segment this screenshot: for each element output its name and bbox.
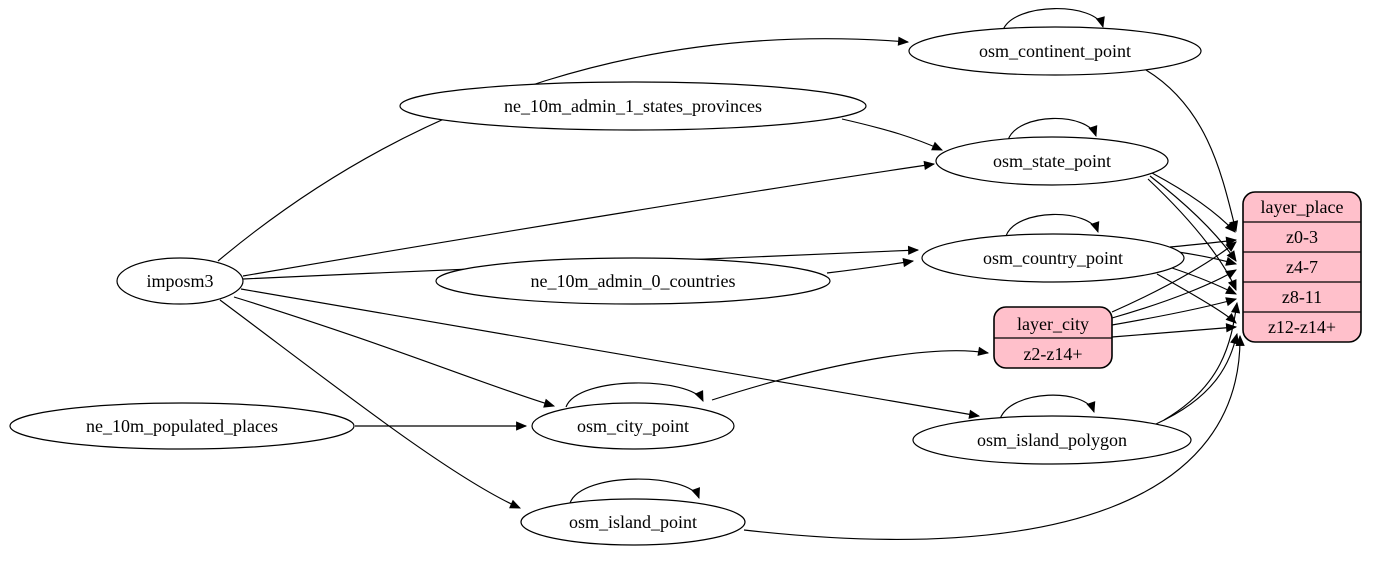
edge-osm-island-polygon-to-z8-11 (1163, 301, 1241, 421)
edge-imposm3-to-osm-city-point (233, 296, 556, 408)
node-osm-state-point-label: osm_state_point (993, 151, 1111, 171)
self-loop-osm-state-point (1007, 117, 1098, 141)
edge-osm-state-point-to-z4-7 (1149, 175, 1237, 262)
node-osm-state-point-shape (935, 136, 1169, 186)
self-loop-osm-continent-point (1002, 8, 1105, 31)
record-layer-place-box (1242, 191, 1362, 343)
edge-osm-island-polygon-to-z12-z14 (1155, 332, 1240, 425)
edge-ne-states-to-osm-state-point (841, 118, 944, 151)
edge-layer-city-to-z8-11 (1111, 297, 1238, 326)
record-layer-city-title: layer_city (1017, 314, 1089, 334)
self-loop-osm-island-polygon (999, 394, 1096, 420)
self-loops (565, 8, 1105, 504)
record-layer-city-row-z2: z2-z14+ (1023, 344, 1082, 364)
node-ne-10m-admin-1-states-provinces-shape (399, 81, 867, 131)
node-ne-10m-populated-places-label: ne_10m_populated_places (86, 416, 278, 436)
node-osm-island-point-label: osm_island_point (569, 512, 697, 532)
edge-layer-city-to-z4-7 (1111, 269, 1237, 319)
self-loop-osm-island-point (569, 478, 700, 504)
edge-imposm3-to-osm-island-polygon (240, 288, 981, 419)
node-osm-state-point: osm_state_point (935, 136, 1169, 186)
node-imposm3-shape (116, 257, 244, 305)
record-layer-place-row-z4: z4-7 (1286, 257, 1318, 277)
node-osm-city-point: osm_city_point (531, 402, 735, 450)
record-layer-city: layer_city z2-z14+ (993, 306, 1113, 369)
node-osm-island-polygon: osm_island_polygon (912, 415, 1192, 465)
node-ne-10m-populated-places-shape (9, 402, 355, 450)
node-osm-country-point-label: osm_country_point (983, 248, 1123, 268)
node-ne-10m-admin-1-states-provinces: ne_10m_admin_1_states_provinces (399, 81, 867, 131)
edge-osm-state-point-to-z8-11 (1147, 178, 1237, 292)
edge-osm-city-point-to-layer-city (711, 346, 990, 401)
node-osm-island-point: osm_island_point (520, 498, 746, 546)
record-layer-place-row-z0: z0-3 (1286, 227, 1318, 247)
record-layer-place-row-z12: z12-z14+ (1268, 317, 1336, 337)
node-osm-continent-point-shape (908, 26, 1202, 76)
edge-osm-country-point-to-z4-7 (1177, 251, 1238, 266)
node-imposm3: imposm3 (116, 257, 244, 305)
node-osm-continent-point-label: osm_continent_point (979, 41, 1131, 61)
self-loop-osm-city-point (565, 382, 704, 408)
node-osm-city-point-shape (531, 402, 735, 450)
self-loop-osm-country-point (1005, 213, 1100, 237)
edge-ne-countries-to-osm-country-point (826, 258, 915, 274)
record-layer-place: layer_place z0-3 z4-7 z8-11 z12-z14+ (1242, 191, 1362, 343)
node-ne-10m-admin-0-countries: ne_10m_admin_0_countries (435, 257, 831, 305)
edge-osm-island-point-to-z12-z14 (743, 334, 1245, 540)
edge-osm-country-point-to-z12-z14 (1156, 273, 1237, 324)
node-osm-island-polygon-shape (912, 415, 1192, 465)
node-ne-10m-admin-0-countries-label: ne_10m_admin_0_countries (531, 271, 736, 291)
node-ne-10m-admin-0-countries-shape (435, 257, 831, 305)
edge-osm-country-point-to-z0-3 (1169, 236, 1238, 248)
node-osm-island-polygon-label: osm_island_polygon (977, 430, 1127, 450)
node-osm-city-point-label: osm_city_point (577, 416, 689, 436)
node-osm-continent-point: osm_continent_point (908, 26, 1202, 76)
edge-imposm3-to-osm-island-point (219, 299, 522, 509)
node-imposm3-label: imposm3 (146, 271, 213, 291)
edge-layer-city-to-z0-3 (1111, 241, 1237, 313)
node-ne-10m-populated-places: ne_10m_populated_places (9, 402, 355, 450)
edge-imposm3-to-osm-state-point (242, 160, 936, 277)
edge-osm-continent-point-to-z0-3 (1145, 69, 1239, 233)
record-layer-place-row-z8: z8-11 (1282, 287, 1322, 307)
node-osm-country-point: osm_country_point (921, 233, 1185, 283)
node-osm-country-point-shape (921, 233, 1185, 283)
edge-layer-city-to-z12-z14 (1111, 323, 1238, 338)
edge-osm-state-point-to-z0-3 (1151, 172, 1236, 233)
node-ne-10m-admin-1-states-provinces-label: ne_10m_admin_1_states_provinces (504, 96, 762, 116)
edge-imposm3-to-osm-continent-point (217, 36, 910, 262)
node-osm-island-point-shape (520, 498, 746, 546)
record-layer-place-title: layer_place (1261, 197, 1344, 217)
